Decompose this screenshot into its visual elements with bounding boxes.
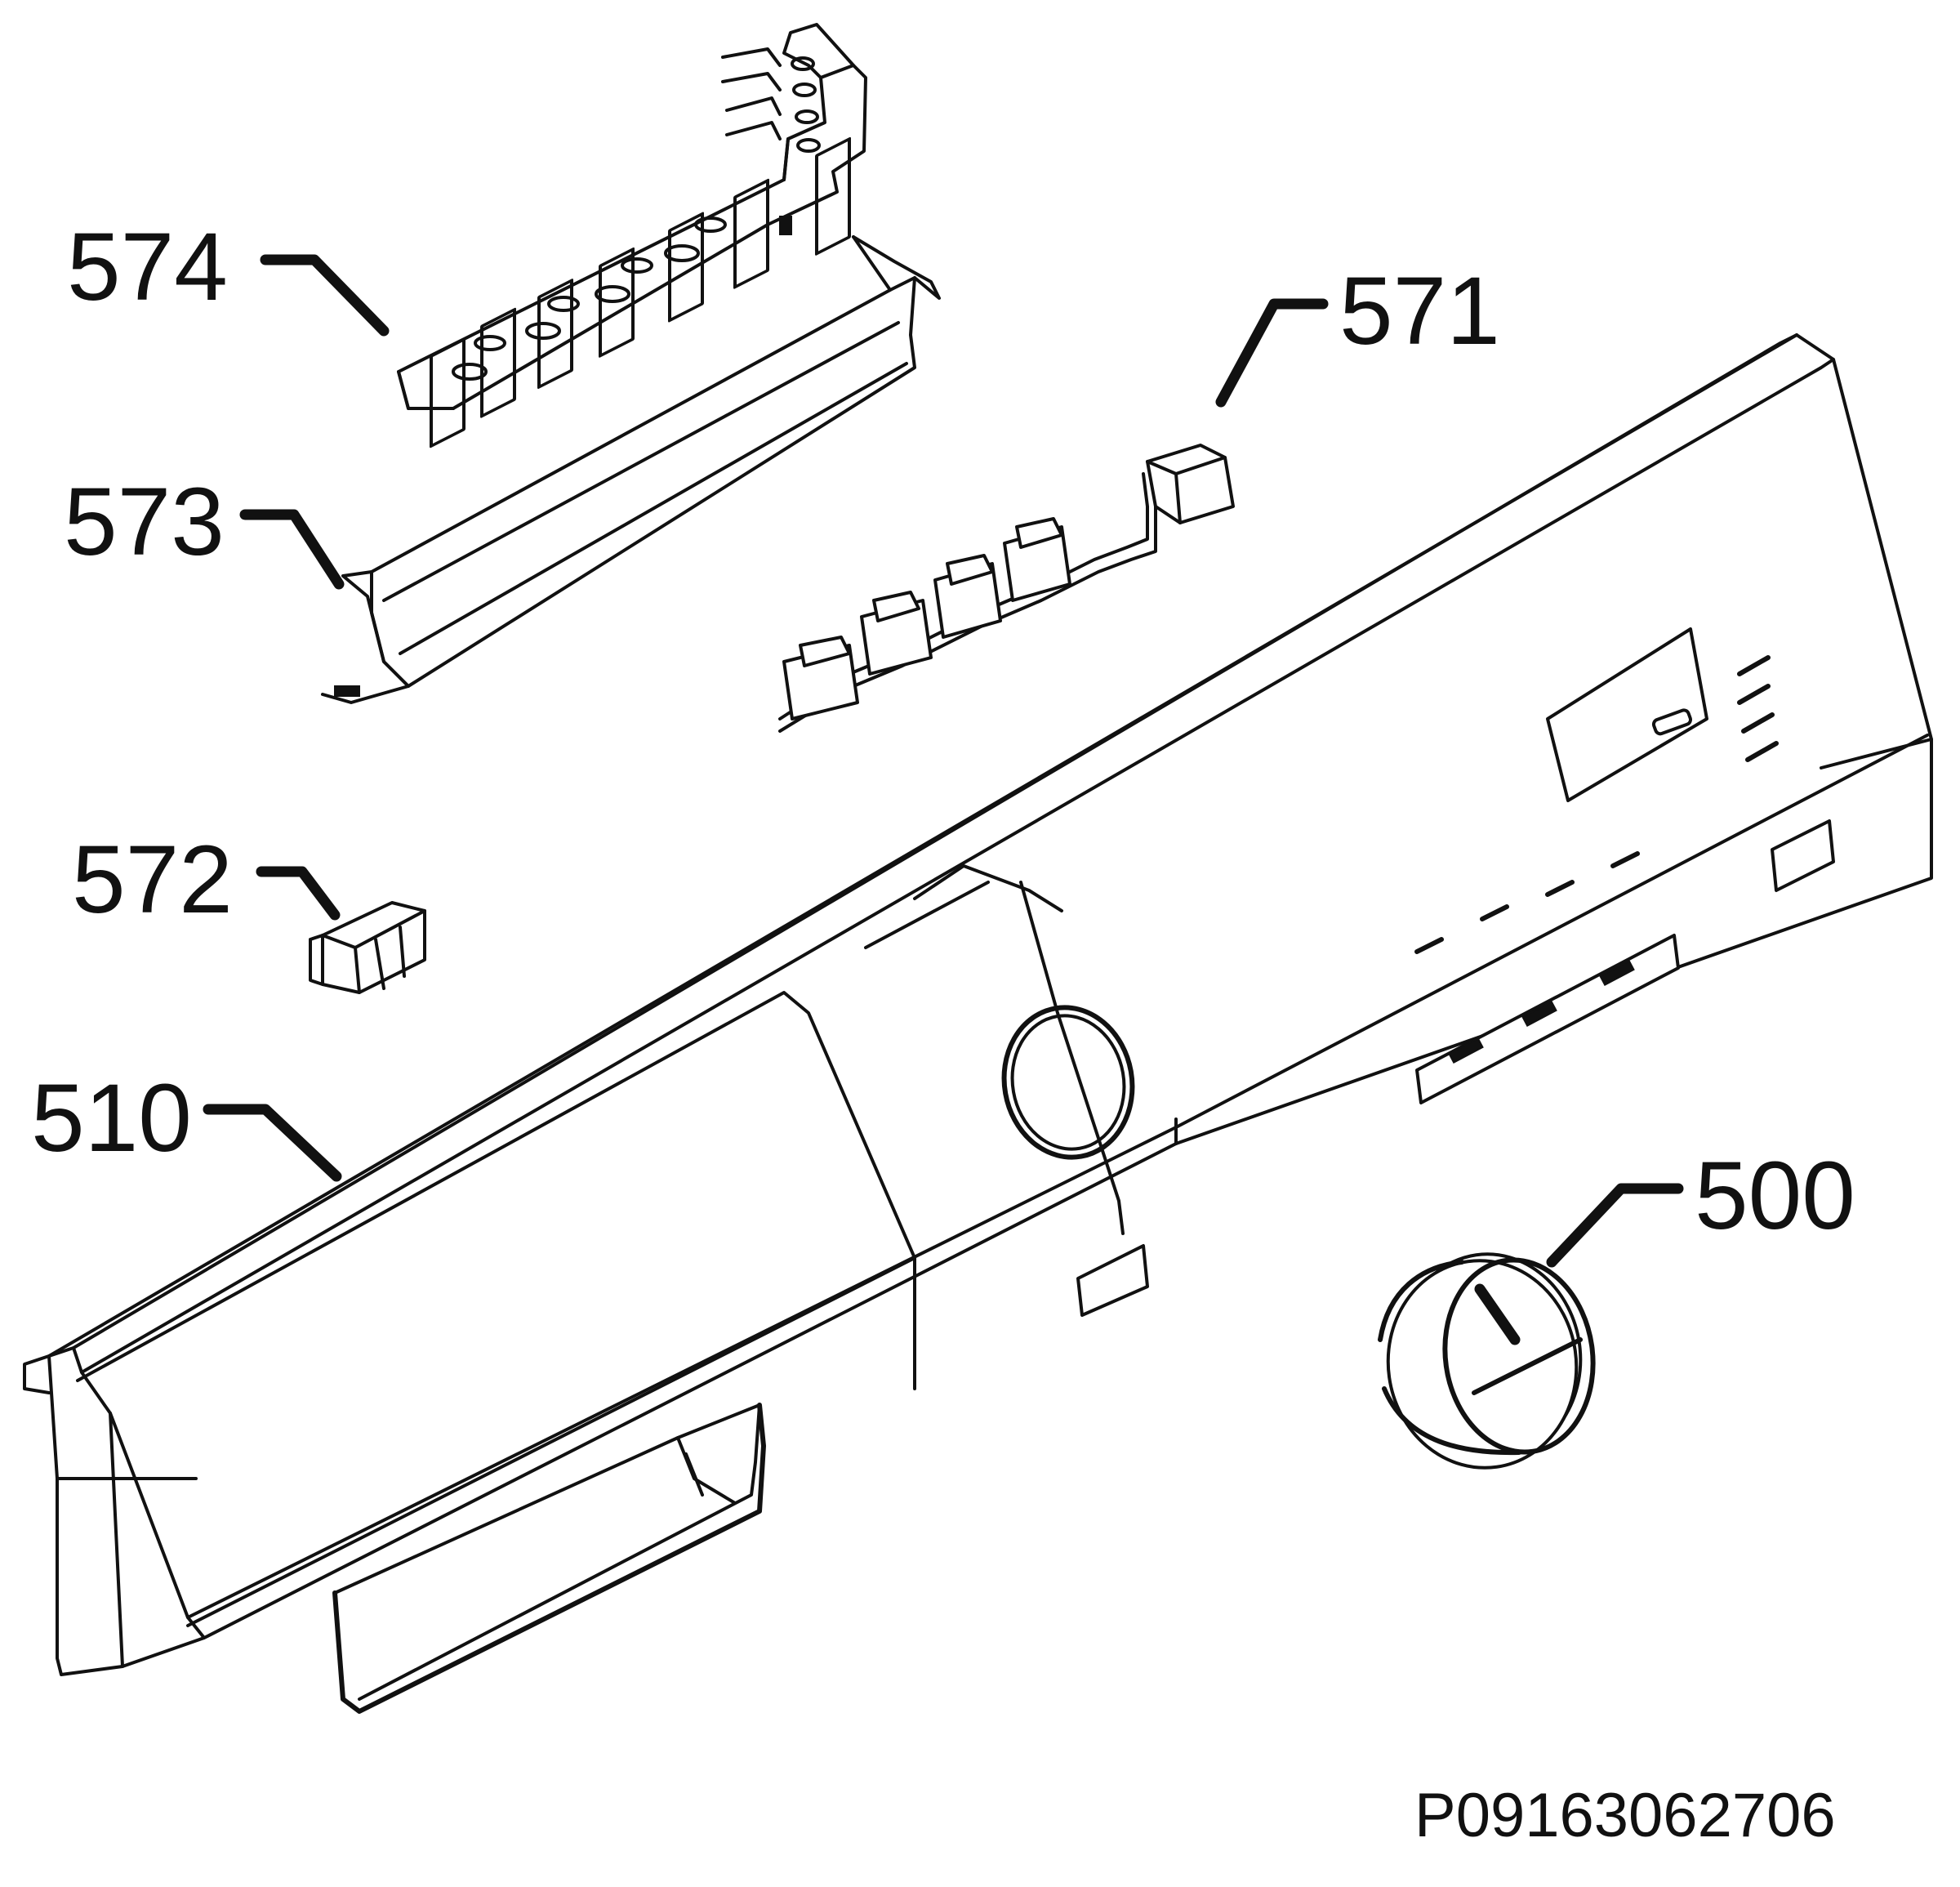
part-label-574: 574 [67, 213, 228, 321]
part-label-572: 572 [72, 826, 233, 934]
part-label-500: 500 [1695, 1142, 1855, 1250]
leader-574 [260, 254, 390, 337]
leader-571 [1215, 298, 1329, 408]
leader-510 [203, 1104, 342, 1182]
document-code: P09163062706 [1414, 1781, 1836, 1850]
part-573-frame [321, 136, 941, 704]
leader-572 [256, 866, 341, 921]
leader-lines [203, 254, 1684, 1268]
part-500-knob [1378, 1252, 1596, 1470]
part-label-571: 571 [1339, 257, 1500, 365]
leader-500 [1546, 1183, 1684, 1268]
part-571-switch-assembly [778, 444, 1235, 733]
part-label-573: 573 [64, 468, 225, 576]
leader-573 [239, 509, 345, 590]
part-label-510: 510 [31, 1064, 192, 1172]
part-510-control-panel [23, 333, 1933, 1714]
part-572-switch [309, 901, 426, 994]
